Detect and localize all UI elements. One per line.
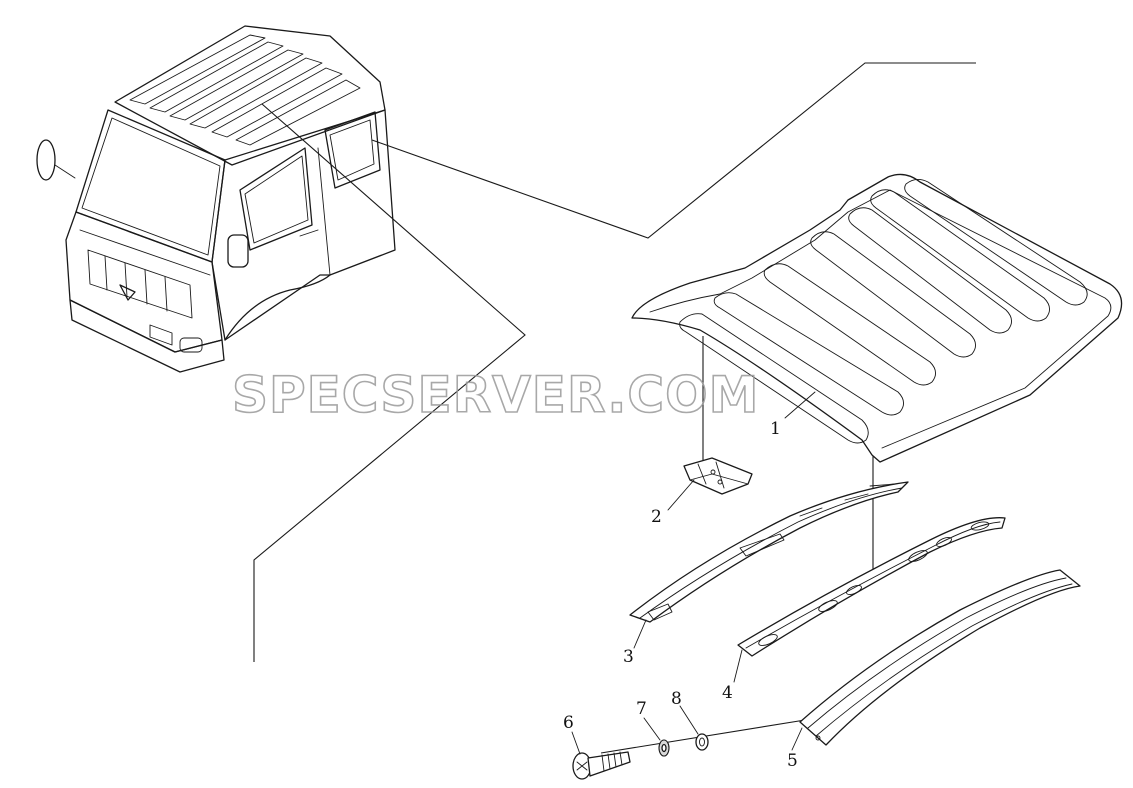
cab-logo-emblem <box>119 284 136 301</box>
lock-washer <box>695 733 709 751</box>
cab-roof-rib <box>169 49 304 121</box>
roof-bow-hole <box>818 600 838 612</box>
roof-bow-hole <box>936 536 952 548</box>
cab-roof-rib <box>149 41 284 113</box>
header-rail-edge <box>639 487 903 619</box>
cab-roof-rib <box>189 57 323 129</box>
cab-left-mirror <box>36 139 56 181</box>
roof-bow-edge <box>745 521 1001 649</box>
lock-washer-hole <box>699 737 705 747</box>
callout-4: 4 <box>722 683 733 703</box>
truck-cab-illustration <box>36 25 396 373</box>
bolt-head-cross <box>576 761 588 771</box>
flat-washer-part <box>658 739 670 757</box>
callout-7: 7 <box>636 699 647 719</box>
callout-6: 6 <box>563 713 574 733</box>
cab-lamp-recess <box>149 324 173 346</box>
roof-rib-5 <box>848 207 1012 334</box>
header-rail-pocket <box>739 533 785 557</box>
rear-rail-crease <box>807 577 1067 729</box>
header-rail-slots <box>799 483 896 517</box>
callout-leader-4 <box>733 649 743 683</box>
roof-bow-outline <box>737 517 1006 657</box>
callout-leader-2 <box>667 479 695 511</box>
cab-door-handle <box>299 229 319 237</box>
cab-front-crease <box>79 229 211 276</box>
flat-washer-hole <box>661 743 667 753</box>
bracket-hole <box>710 469 716 475</box>
cab-door-window <box>239 147 313 251</box>
callout-leaders <box>571 391 816 755</box>
roof-rib-1 <box>679 313 869 444</box>
cab-side-body <box>211 109 396 341</box>
roof-rib-2 <box>713 292 904 416</box>
bolt-thread <box>601 751 623 772</box>
callout-leader-3 <box>633 619 647 649</box>
leader-line-cab-upper <box>371 62 976 239</box>
cab-grille <box>87 249 193 319</box>
cab-door-window-inner <box>244 155 309 244</box>
callout-1: 1 <box>770 419 781 439</box>
leader-line-cab-lower <box>253 103 526 662</box>
roof-panel-part <box>631 173 1123 463</box>
cab-fog-lamp <box>179 337 203 353</box>
roof-bow-hole <box>758 634 778 646</box>
cab-roof-rib <box>129 34 266 105</box>
callout-leader-6 <box>571 731 581 755</box>
cab-grille-bars <box>104 255 168 312</box>
rear-rail-crease-2 <box>815 583 1073 737</box>
roof-bow-hole <box>908 550 928 562</box>
cab-door-seam <box>317 147 331 276</box>
header-rail-end-tab <box>647 603 673 621</box>
callout-leader-1 <box>784 391 816 419</box>
callout-leader-8 <box>679 705 699 735</box>
watermark-text: SPECSERVER.COM <box>232 366 759 424</box>
cab-left-mirror-arm <box>54 164 76 179</box>
callout-3: 3 <box>623 647 634 667</box>
callout-8: 8 <box>671 689 682 709</box>
roof-bow-hole <box>970 521 990 531</box>
bracket-hole <box>717 479 723 485</box>
bolt-part <box>572 751 631 780</box>
rear-rail-hole <box>815 735 821 741</box>
cab-right-mirror <box>227 234 249 268</box>
roof-bow-part <box>737 517 1006 657</box>
roof-rib-3 <box>763 263 936 386</box>
cab-roof-rib <box>211 67 343 138</box>
cab-bumper <box>69 299 225 373</box>
callout-leader-7 <box>643 717 661 741</box>
cab-rear-window <box>324 111 381 189</box>
cab-windshield-inner <box>81 117 221 256</box>
bracket-part <box>683 457 753 495</box>
roof-rib-6 <box>870 189 1050 322</box>
cab-roof-rib <box>235 79 361 146</box>
roof-panel-outline <box>631 173 1123 463</box>
rear-rail-part <box>799 569 1081 746</box>
cab-wheel-arch <box>224 274 331 341</box>
callout-numbers: 1 2 3 4 5 6 7 8 <box>563 419 798 771</box>
front-header-rail-part <box>629 481 909 623</box>
callout-5: 5 <box>787 751 798 771</box>
rear-rail-outline <box>799 569 1081 746</box>
roof-bow-hole <box>846 584 862 596</box>
header-rail-outline <box>629 481 909 623</box>
cab-roof-outline <box>114 25 386 166</box>
cab-rear-window-inner <box>329 119 375 181</box>
lock-washer-part <box>695 733 709 751</box>
callout-2: 2 <box>651 507 662 527</box>
roof-rib-4 <box>810 231 976 358</box>
callout-leader-5 <box>791 727 803 751</box>
roof-panel-edge-inner <box>649 189 1112 449</box>
roof-rib-7 <box>904 179 1088 306</box>
